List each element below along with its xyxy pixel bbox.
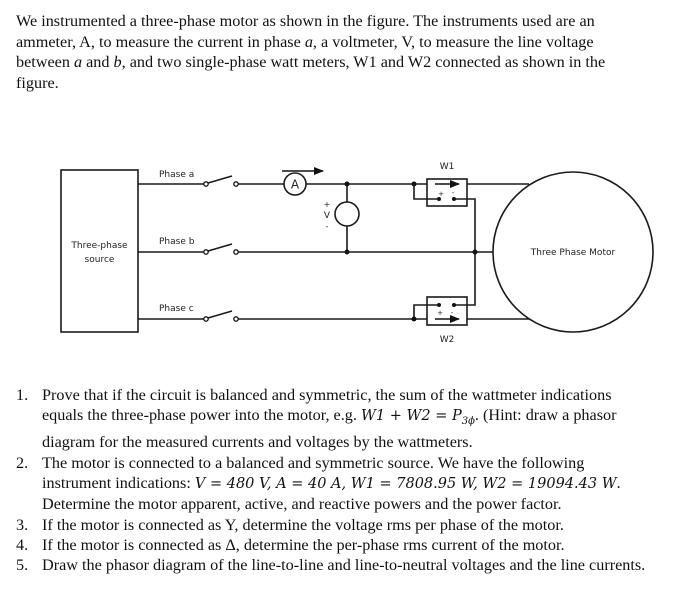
question-3: 3. If the motor is connected as Y, deter… bbox=[16, 515, 700, 535]
circuit-figure: Three-phase source Phase a Phase b Phase… bbox=[60, 162, 654, 345]
ammeter-label: A bbox=[291, 178, 300, 192]
voltmeter-minus-sign: - bbox=[326, 222, 329, 231]
intro-text: and bbox=[82, 53, 114, 71]
question-text-span: . bbox=[616, 474, 621, 493]
intro-line-4: figure. bbox=[16, 73, 59, 92]
question-number: 2. bbox=[16, 453, 29, 472]
question-text-span: instrument indications: bbox=[42, 474, 195, 493]
question-text: The motor is connected to a balanced and… bbox=[42, 453, 585, 472]
phase-a-switch bbox=[207, 175, 233, 184]
question-text: Determine the motor apparent, active, an… bbox=[42, 495, 562, 514]
phase-c-label: Phase c bbox=[159, 304, 194, 314]
w1-plus-terminal bbox=[437, 197, 441, 201]
phase-a-wire bbox=[138, 175, 529, 187]
three-phase-source-box bbox=[60, 169, 139, 333]
question-text: Draw the phasor diagram of the line-to-l… bbox=[42, 556, 646, 575]
question-list: 1. Prove that if the circuit is balanced… bbox=[16, 385, 700, 576]
intro-line-3: between a and b, and two single-phase wa… bbox=[16, 52, 686, 73]
question-text: instrument indications: V = 480 V, A = 4… bbox=[42, 473, 700, 494]
voltmeter: + V - bbox=[324, 181, 360, 255]
switch-terminal bbox=[233, 316, 239, 322]
voltmeter-label: V bbox=[324, 211, 331, 221]
phase-a-label: Phase a bbox=[159, 170, 194, 180]
phase-variable: b bbox=[113, 53, 122, 71]
question-number: 3. bbox=[16, 515, 29, 534]
phase-c-switch bbox=[207, 310, 233, 319]
phase-b-label: Phase b bbox=[159, 237, 195, 247]
w1-minus-sign: - bbox=[452, 189, 455, 197]
intro-line-1: We instrumented a three-phase motor as s… bbox=[16, 12, 595, 30]
intro-text: ammeter, A, to measure the current in ph… bbox=[16, 32, 305, 51]
motor-label: Three Phase Motor bbox=[530, 248, 616, 258]
switch-terminal bbox=[203, 316, 209, 322]
question-text: If the motor is connected as Y, determin… bbox=[42, 515, 564, 534]
question-number: 5. bbox=[16, 556, 29, 575]
intro-line-2: ammeter, A, to measure the current in ph… bbox=[16, 32, 686, 53]
question-5: 5. Draw the phasor diagram of the line-t… bbox=[16, 555, 700, 575]
problem-intro: We instrumented a three-phase motor as s… bbox=[16, 11, 686, 93]
phase-b-switch bbox=[207, 243, 233, 252]
w1-label: W1 bbox=[440, 162, 455, 172]
question-1: 1. Prove that if the circuit is balanced… bbox=[16, 385, 700, 453]
wattmeter-w1: W1 + - bbox=[411, 162, 476, 306]
phase-b-wire bbox=[138, 243, 493, 255]
intro-text: between bbox=[16, 53, 74, 71]
phase-c-wire bbox=[138, 310, 529, 322]
equation-text: W1 + W2 = P bbox=[360, 408, 462, 425]
phase-variable: a bbox=[304, 32, 313, 51]
junction-dot bbox=[411, 316, 417, 322]
question-4: 4. If the motor is connected as Δ, deter… bbox=[16, 535, 700, 555]
phase-variable: a bbox=[73, 53, 83, 71]
question-text-span: equals the three-phase power into the mo… bbox=[42, 406, 361, 425]
intro-text: , a voltmeter, V, to measure the line vo… bbox=[312, 32, 594, 51]
w2-plus-sign: + bbox=[437, 309, 443, 317]
question-text-span: . (Hint: draw a phasor bbox=[474, 406, 617, 425]
three-phase-motor: Three Phase Motor bbox=[492, 171, 654, 333]
question-2: 2. The motor is connected to a balanced … bbox=[16, 453, 700, 515]
w2-minus-sign: - bbox=[451, 309, 454, 317]
switch-terminal bbox=[203, 249, 209, 255]
switch-terminal bbox=[233, 181, 239, 187]
instrument-readings: V = 480 V, A = 40 A, W1 = 7808.95 W, W2 … bbox=[194, 476, 617, 493]
w2-label: W2 bbox=[440, 335, 455, 345]
wattmeter-sum-equation: W1 + W2 = P3ϕ bbox=[360, 408, 475, 428]
question-number: 4. bbox=[16, 535, 29, 554]
question-text: Prove that if the circuit is balanced an… bbox=[42, 386, 612, 404]
source-label-line-1: Three-phase bbox=[70, 241, 128, 251]
wattmeter-w2: + - W2 bbox=[411, 296, 468, 345]
w1-plus-sign: + bbox=[438, 190, 444, 198]
voltmeter-plus-sign: + bbox=[324, 200, 331, 209]
switch-terminal bbox=[233, 249, 239, 255]
question-text: equals the three-phase power into the mo… bbox=[42, 405, 700, 432]
equation-subscript: 3ϕ bbox=[461, 416, 475, 428]
source-label-line-2: source bbox=[85, 255, 115, 265]
circuit-diagram: Three-phase source Phase a Phase b Phase… bbox=[60, 162, 654, 345]
ammeter: A bbox=[282, 167, 324, 196]
question-text: diagram for the measured currents and vo… bbox=[42, 433, 473, 452]
w2-minus-terminal bbox=[452, 303, 456, 307]
question-number: 1. bbox=[16, 386, 29, 404]
switch-terminal bbox=[203, 181, 209, 187]
intro-text: , and two single-phase watt meters, W1 a… bbox=[121, 53, 606, 71]
question-text: If the motor is connected as Δ, determin… bbox=[42, 535, 565, 554]
